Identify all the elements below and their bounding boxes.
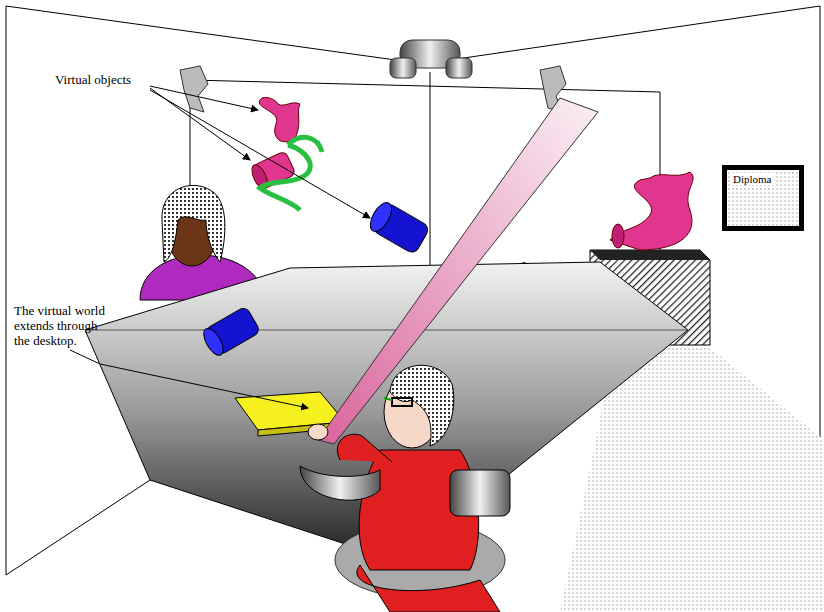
callout-label: The virtual world extends through the de… bbox=[14, 303, 114, 348]
callout-label: Virtual objects bbox=[55, 72, 131, 87]
diploma-frame: Diploma bbox=[727, 170, 799, 226]
diploma-text: Diploma bbox=[731, 173, 774, 185]
